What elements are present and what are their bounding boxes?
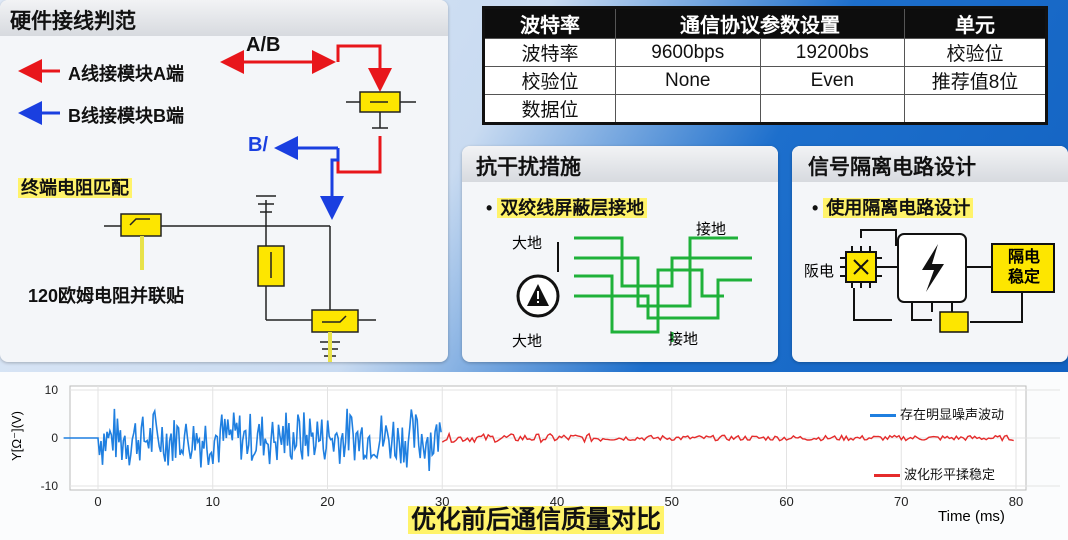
spec-header-cell: 单元 — [904, 7, 1047, 39]
b-line-label: B/ — [248, 134, 268, 156]
interference-panel: 抗干扰措施 • 双绞线屏蔽层接地 大地 大地 接地 接地 — [462, 146, 778, 362]
earth-label-top: 接地 — [696, 221, 727, 238]
x-tick-label: 70 — [894, 494, 908, 509]
isolation-title: 信号隔离电路设计 — [808, 156, 976, 179]
isolation-bullet: • 使用隔离电路设计 — [812, 194, 974, 220]
spec-header-cell: 通信协议参数设置 — [615, 7, 905, 39]
interference-title: 抗干扰措施 — [476, 156, 581, 179]
spec-cell — [759, 94, 905, 124]
x-tick-label: 10 — [206, 494, 220, 509]
spec-cell — [615, 94, 761, 124]
earth-label-bottom: 接地 — [668, 331, 699, 348]
comparison-chart: 0 10 20 30 40 50 60 70 80 10 0 -10 — [41, 383, 1060, 509]
x-tick-label: 50 — [665, 494, 679, 509]
spec-table: 波特率 通信协议参数设置 单元 波特率 9600bps 19200bs 校验位 … — [482, 6, 1048, 125]
bullet-dot: • — [812, 198, 824, 218]
spec-row: 数据位 — [483, 94, 1047, 124]
chart-panel: 0 10 20 30 40 50 60 70 80 10 0 -10 Y[Ω⁻](V) Time (m… — [0, 372, 1068, 540]
series-line — [63, 408, 442, 472]
isolation-diagram — [840, 229, 1055, 333]
spec-cell: 数据位 — [483, 94, 616, 124]
ground-label-top: 大地 — [512, 235, 543, 252]
spec-cell: 校验位 — [483, 66, 616, 95]
termination-label: 终端电阻匹配 — [18, 174, 132, 200]
x-tick-label: 20 — [320, 494, 334, 509]
spec-row: 波特率 9600bps 19200bs 校验位 — [483, 38, 1047, 67]
hardware-title: 硬件接线判范 — [10, 10, 136, 33]
wiring-diagram — [18, 44, 416, 362]
isolation-left-label: 阪电 — [804, 263, 835, 280]
twisted-pair-diagram — [516, 236, 752, 342]
spec-cell: 校验位 — [904, 38, 1047, 67]
legend-b-label: B线接模块B端 — [68, 106, 184, 126]
spec-header-row: 波特率 通信协议参数设置 单元 — [483, 7, 1047, 39]
spec-header-cell: 波特率 — [483, 7, 616, 39]
x-axis-label: Time (ms) — [938, 508, 1005, 525]
ground-label-bottom: 大地 — [512, 333, 543, 350]
chart-caption: 优化前后通信质量对比 — [408, 500, 665, 536]
hardware-panel: 硬件接线判范 — [0, 0, 448, 362]
legend-red-label: 波化形平揉稳定 — [904, 467, 996, 482]
ab-line-label: A/B — [246, 34, 281, 56]
y-tick-label: 0 — [51, 431, 58, 445]
isolation-right-label: 隔电稳定 — [1007, 249, 1040, 286]
legend-blue-label: 存在明显噪声波动 — [900, 407, 1005, 422]
spec-cell: 19200bs — [759, 38, 905, 67]
x-tick-label: 30 — [435, 494, 449, 509]
spec-cell: Even — [759, 66, 905, 95]
series-line — [441, 431, 1014, 444]
isolation-title-bar — [792, 146, 1068, 182]
x-tick-label: 60 — [779, 494, 793, 509]
interference-bullet: • 双绞线屏蔽层接地 — [486, 194, 648, 220]
hardware-title-bar — [0, 0, 448, 36]
x-tick-label: 80 — [1009, 494, 1023, 509]
spec-cell: 推荐值8位 — [904, 66, 1047, 95]
y-tick-label: -10 — [41, 479, 59, 493]
spec-cell: 9600bps — [615, 38, 761, 67]
x-tick-label: 40 — [550, 494, 564, 509]
x-tick-label: 0 — [94, 494, 101, 509]
bullet-dot: • — [486, 198, 498, 218]
legend-blue: 存在明显噪声波动 — [870, 404, 1004, 423]
isolation-panel: 信号隔离电路设计 • 使用隔离电路设计 阪电 隔电稳定 — [792, 146, 1068, 362]
legend-red: 波化形平揉稳定 — [874, 464, 995, 483]
spec-cell: 波特率 — [483, 38, 616, 67]
resistor-note-label: 120欧姆电阻并联贴 — [28, 286, 185, 306]
y-axis-label: Y[Ω⁻](V) — [8, 411, 24, 461]
interference-title-bar — [462, 146, 778, 182]
spec-cell — [904, 94, 1047, 124]
legend-a-label: A线接模块A端 — [68, 64, 184, 84]
spec-cell: None — [615, 66, 761, 95]
spec-row: 校验位 None Even 推荐值8位 — [483, 66, 1047, 95]
y-tick-label: 10 — [45, 383, 59, 397]
